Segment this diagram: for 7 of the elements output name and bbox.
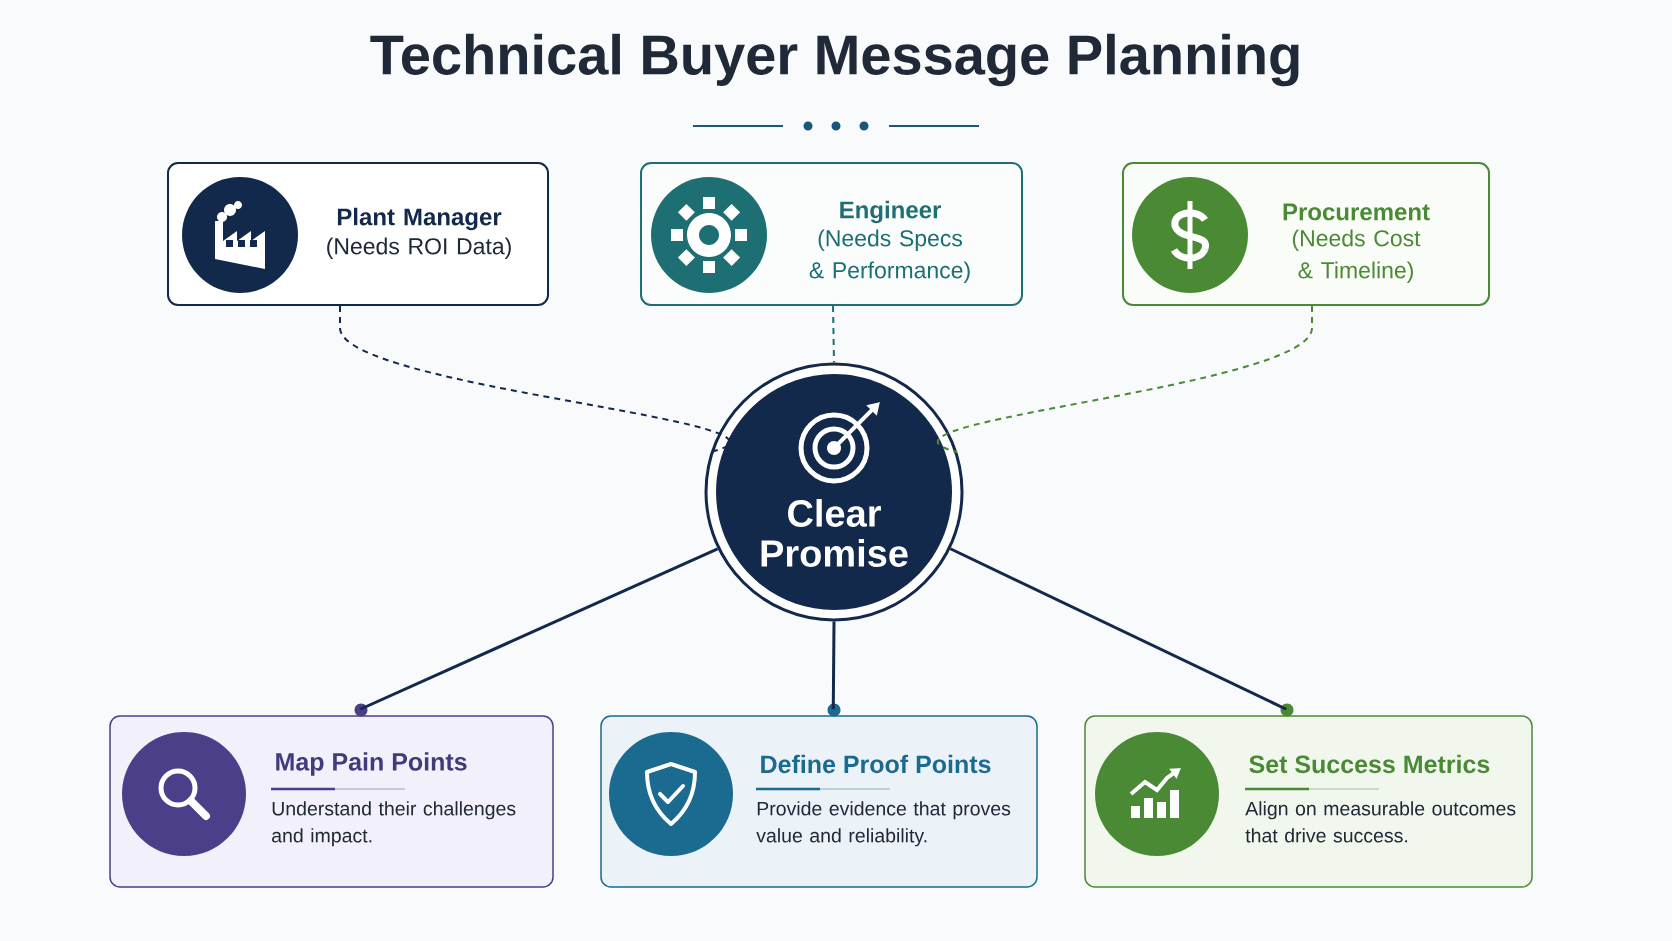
connector [937,305,1313,453]
connector [831,621,836,710]
connector [339,305,730,453]
connector [359,547,719,711]
title: Technical Buyer Message Planning [370,33,1299,87]
connector [832,305,835,364]
connector [949,547,1287,711]
